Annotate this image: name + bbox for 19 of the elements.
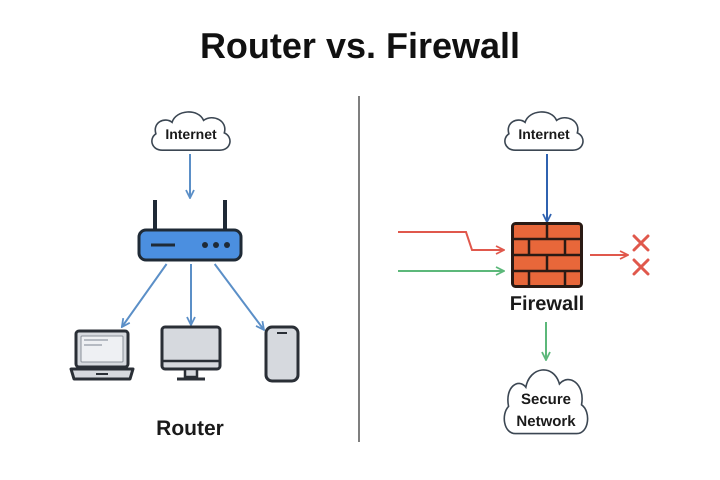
arrow: [590, 250, 629, 260]
phone-drawing: [264, 325, 300, 383]
monitor-drawing: [160, 325, 222, 383]
router-drawing: [137, 198, 243, 264]
arrow: [542, 154, 552, 223]
node-label: Secure Network: [515, 390, 577, 432]
laptop-drawing: [68, 327, 136, 383]
node-label: Firewall: [510, 294, 584, 314]
node-label: Internet: [165, 127, 217, 141]
arrow: [186, 264, 196, 326]
arrow: [214, 263, 265, 331]
arrow: [541, 322, 551, 361]
arrow: [398, 231, 505, 255]
title: Router vs. Firewall: [200, 28, 520, 64]
caption-label: Router: [155, 418, 225, 439]
arrow: [120, 263, 168, 328]
arrow: [185, 154, 195, 199]
arrow: [398, 266, 505, 276]
node-label: Internet: [518, 127, 570, 141]
